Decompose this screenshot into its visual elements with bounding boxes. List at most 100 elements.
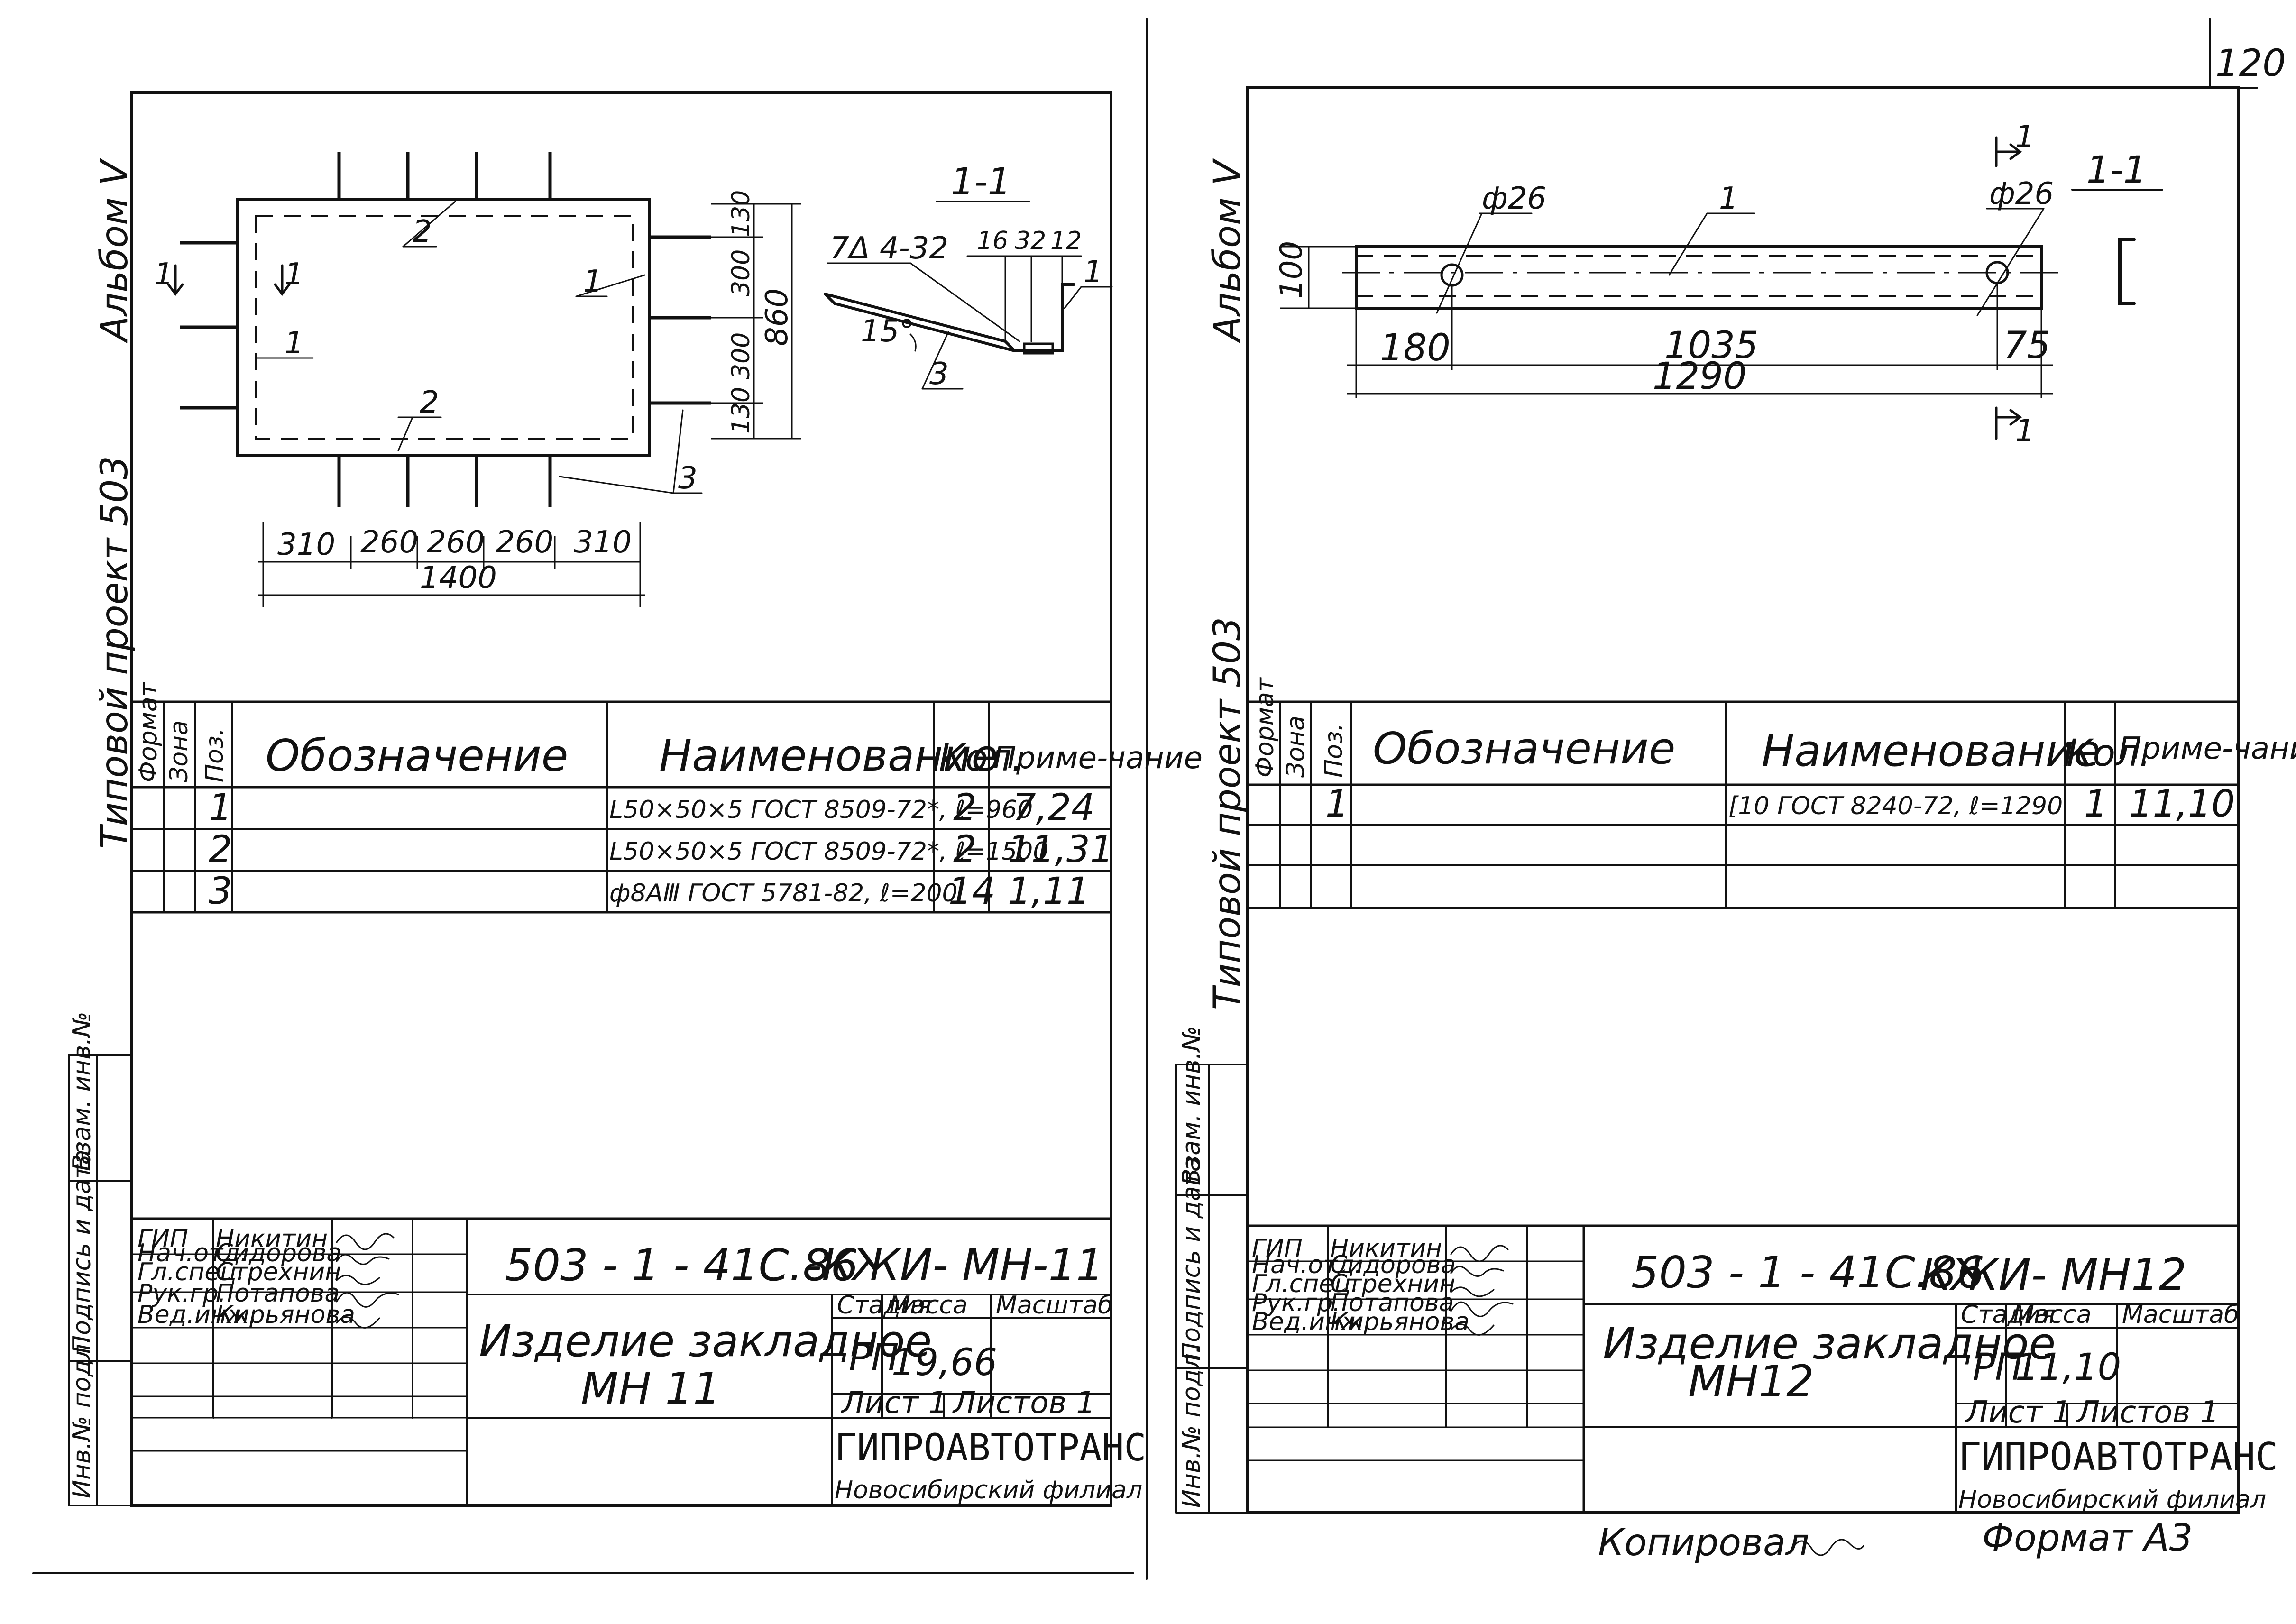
section-title: 1-1 (951, 161, 1011, 203)
callout-1-right: 1 (583, 264, 603, 299)
header-designation: Обозначение (266, 730, 568, 781)
row-note: 7,24 (1012, 787, 1095, 829)
inv-label: Инв.№ подл. (68, 1336, 96, 1498)
row-name: L50×50×5 ГОСТ 8509-72*, ℓ=1500 (609, 837, 1048, 866)
svg-text:130: 130 (727, 387, 755, 434)
svg-text:Сидорова: Сидорова (216, 1239, 341, 1267)
org-name: ГИПРОАВТОТРАНС (1958, 1435, 2278, 1479)
embedded-part-mn12-elevation: ф26 ф26 1 1-1 1 1 100 180 (1274, 119, 2163, 449)
svg-text:Масса: Масса (889, 1291, 968, 1320)
dim-1400: 1400 (420, 560, 497, 596)
svg-text:ф26: ф26 (1989, 176, 2054, 211)
svg-text:Лист 1: Лист 1 (1965, 1395, 2071, 1430)
header-note: Приме-чание (993, 741, 1203, 776)
svg-text:Вед.инж.: Вед.инж. (1252, 1308, 1371, 1336)
album-label: Альбом V (93, 158, 136, 344)
svg-text:Нач.отд.: Нач.отд. (138, 1239, 248, 1267)
row-qty: 14 (948, 870, 995, 913)
copied-by-label: Копировал (1598, 1522, 1809, 1564)
signature-scribble (336, 1254, 390, 1265)
sheet-format: Формат А3 (1982, 1517, 2193, 1560)
svg-text:Стрехнин: Стрехнин (1330, 1270, 1455, 1298)
dim-1290: 1290 (1653, 355, 1747, 398)
svg-text:Стрехнин: Стрехнин (216, 1258, 341, 1286)
spec-table-right: Формат Зона Поз. Обозначение Наименовани… (1246, 677, 2296, 909)
doc-code: 503 - 1 - 41С.86 (1631, 1247, 1984, 1298)
svg-text:300: 300 (727, 332, 755, 379)
title-line2: МН12 (1688, 1356, 1814, 1407)
svg-text:Лист 1: Лист 1 (841, 1385, 947, 1421)
dims-right: 130 300 300 130 860 (711, 190, 801, 440)
svg-text:ф26: ф26 (1482, 181, 1546, 216)
header-qty: Кол. (2066, 732, 2151, 775)
title-line2: МН 11 (581, 1363, 721, 1414)
embedded-part-mn11-plan: 2 1 1 2 3 1 1 (154, 152, 801, 607)
doc-number: -КЖИ- МН-11 (806, 1240, 1104, 1291)
right-frame (1246, 86, 2240, 1514)
project-label: Типовой проект 503 (93, 456, 136, 849)
row-name: [10 ГОСТ 8240-72, ℓ=1290 (1728, 792, 2063, 820)
angle-frame-inner (255, 215, 634, 440)
spec-table-left: Формат Зона Поз. Обозначение Наименовани… (130, 681, 1203, 914)
svg-text:ГИП: ГИП (138, 1225, 188, 1253)
svg-text:Формат: Формат (134, 681, 163, 782)
left-sheet: Инв.№ подл. Подпись и дата Взам. инв.№ А… (68, 91, 1203, 1507)
inv-label: Инв.№ подл. (1177, 1346, 1206, 1508)
svg-text:Масса: Масса (2013, 1301, 2092, 1329)
row-note: 11,31 (1008, 828, 1113, 871)
signature-scribble (336, 1275, 380, 1285)
svg-text:Гл.спец.: Гл.спец. (138, 1258, 244, 1286)
section-title: 1-1 (2086, 149, 2147, 192)
svg-text:300: 300 (727, 249, 755, 296)
svg-text:3: 3 (929, 357, 949, 392)
mass: 11,10 (2015, 1346, 2121, 1389)
svg-text:Никитин: Никитин (216, 1225, 328, 1253)
left-frame (130, 91, 1112, 1507)
svg-text:Вед.инж.: Вед.инж. (138, 1301, 257, 1329)
channel-section (2118, 238, 2136, 305)
svg-text:Поз.: Поз. (201, 728, 229, 782)
svg-text:ГИП: ГИП (1252, 1234, 1303, 1263)
stage: РП (1973, 1346, 2023, 1389)
right-sheet: Инв.№ подл. Подпись и дата Взам. инв.№ А… (1175, 86, 2296, 1564)
svg-text:Сидорова: Сидорова (1330, 1251, 1456, 1279)
page-number: 120 (2215, 42, 2286, 85)
callout-3-bottom: 3 (678, 461, 698, 496)
project-label: Типовой проект 503 (1206, 617, 1249, 1010)
branch-name: Новосибирский филиал (1958, 1486, 2266, 1514)
svg-text:Стадия: Стадия (1961, 1301, 2056, 1329)
signature-scribble (336, 1316, 380, 1329)
svg-text:Кирьянова: Кирьянова (216, 1301, 355, 1329)
svg-text:Листов 1: Листов 1 (952, 1385, 1095, 1421)
svg-text:Рук.гр.: Рук.гр. (138, 1279, 226, 1308)
svg-text:260: 260 (360, 525, 418, 560)
svg-text:12: 12 (1050, 227, 1082, 255)
album-label: Альбом V (1206, 158, 1249, 344)
row-note: 1,11 (1008, 870, 1090, 913)
row-note: 11,10 (2129, 783, 2235, 826)
svg-text:180: 180 (1380, 327, 1451, 369)
svg-text:1: 1 (2015, 119, 2035, 155)
svg-text:16: 16 (977, 227, 1008, 255)
title-line1: Изделие закладное (479, 1316, 932, 1367)
repl-label: Взам. инв.№ (1177, 1026, 1206, 1185)
svg-text:75: 75 (2003, 324, 2050, 367)
signature-scribble (1450, 1245, 1509, 1262)
rods-top (337, 152, 552, 199)
svg-text:Листов 1: Листов 1 (2076, 1395, 2219, 1430)
svg-text:260: 260 (496, 525, 553, 560)
svg-text:Потапова: Потапова (216, 1279, 340, 1308)
signature-scribble (1450, 1301, 1514, 1317)
row-qty: 2 (953, 828, 977, 871)
row-pos: 2 (209, 828, 232, 871)
svg-text:Формат: Формат (1251, 677, 1279, 778)
row-qty: 2 (953, 787, 977, 829)
svg-text:Масштаб: Масштаб (2122, 1301, 2239, 1329)
angle-annotation: 15° (861, 314, 914, 349)
doc-number: КЖИ- МН12 (1920, 1249, 2186, 1300)
svg-text:1035: 1035 (1664, 324, 1759, 367)
row-pos: 1 (1325, 783, 1349, 826)
callout-2-bottom: 2 (420, 385, 439, 420)
